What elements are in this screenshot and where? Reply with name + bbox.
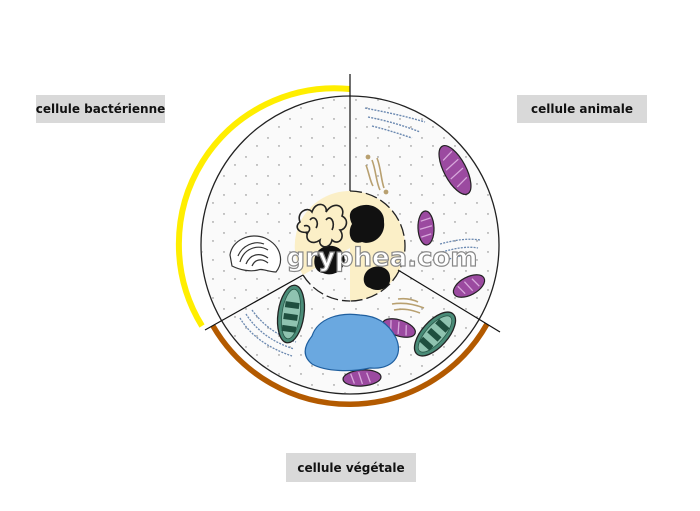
watermark: gryphea.com [287, 243, 478, 273]
mitochondrion [452, 274, 486, 298]
plant-cell-wall [210, 322, 490, 408]
sector-dividers [204, 74, 501, 333]
endoplasmic-reticulum-plant [239, 309, 297, 357]
golgi-apparatus-plant [391, 297, 425, 314]
mitochondrion [438, 145, 472, 195]
mitochondrion [417, 210, 435, 246]
nuclear-envelope-lower [302, 274, 351, 302]
bacterial-cell-wall [175, 85, 351, 328]
chromatin [314, 204, 391, 290]
bacterial-nucleoid [296, 203, 348, 248]
label-plant-cell: cellule végétale [286, 453, 416, 482]
chloroplast [413, 311, 457, 357]
label-bacterial-cell: cellule bactérienne [36, 95, 165, 123]
chloroplast [276, 284, 306, 344]
mesosome [229, 235, 282, 273]
mitochondrion [342, 369, 382, 387]
golgi-apparatus [365, 154, 389, 195]
label-animal-cell: cellule animale [517, 95, 647, 123]
endoplasmic-reticulum-right [439, 238, 481, 261]
endoplasmic-reticulum-animal [364, 107, 426, 139]
vacuole [304, 313, 400, 372]
